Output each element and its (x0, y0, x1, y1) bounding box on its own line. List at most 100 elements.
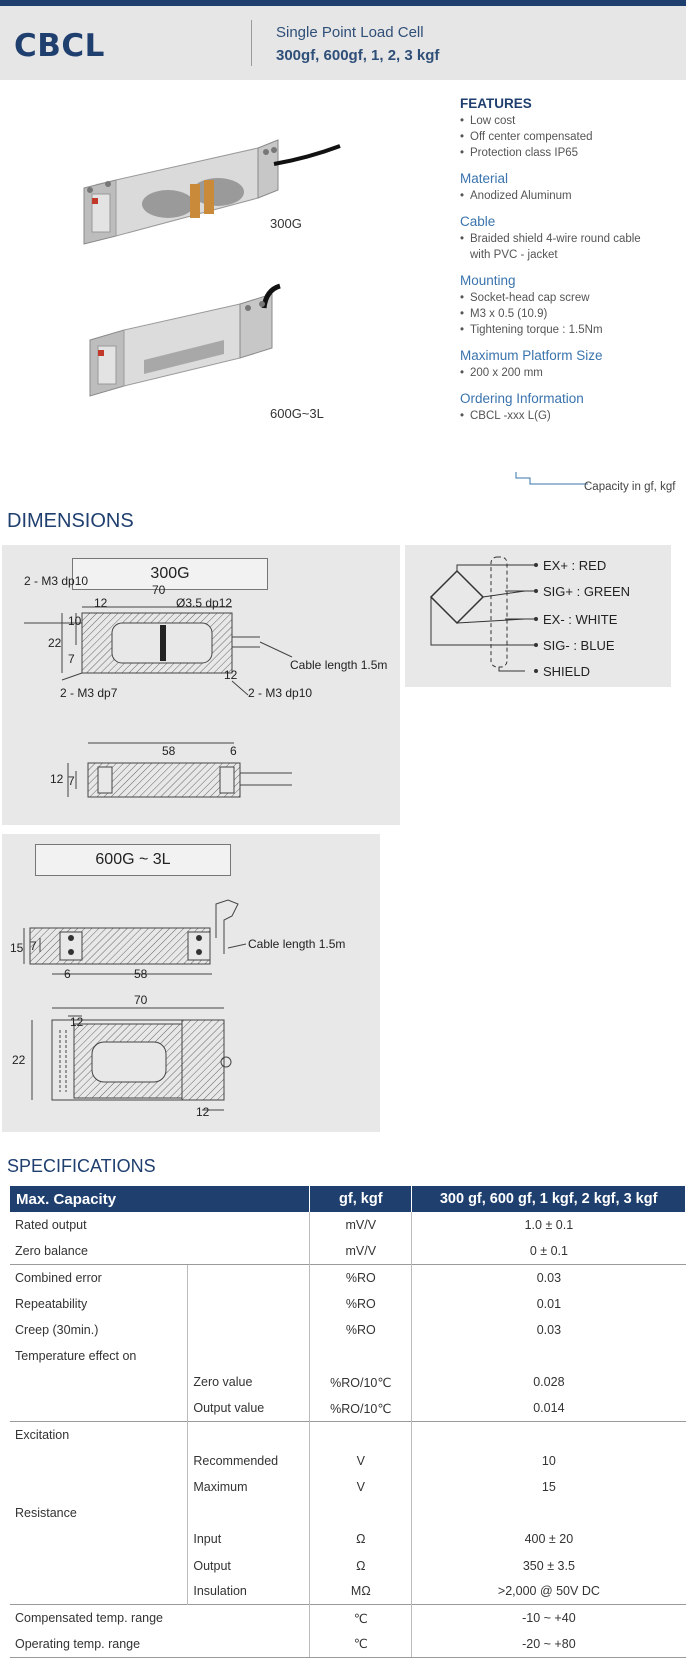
photo-label-300g: 300G (270, 216, 302, 231)
dim-label: 10 (68, 614, 82, 628)
dim-label: 6 (64, 967, 71, 981)
spec-sub: Input (187, 1526, 310, 1553)
spec-label (10, 1552, 188, 1578)
spec-label (10, 1448, 188, 1474)
dim-label: 7 (68, 652, 75, 666)
top-accent-bar (0, 0, 686, 6)
spec-label: Excitation (10, 1420, 188, 1448)
spec-label: Resistance (15, 1506, 77, 1521)
dimension-name-600g: 600G ~ 3L (35, 844, 231, 876)
spec-sub: Insulation (187, 1578, 310, 1605)
spec-value: -10 ~ +40 (411, 1604, 686, 1631)
table-row: Temperature effect on (10, 1342, 686, 1370)
feature-item: with PVC - jacket (470, 249, 558, 261)
mounting-heading: Mounting (460, 273, 516, 288)
material-group: Material Anodized Aluminum (460, 171, 686, 204)
spec-label: Temperature effect on (15, 1349, 137, 1364)
feature-item: CBCL -xxx L(G) (460, 408, 686, 424)
spec-sub (187, 1500, 310, 1527)
spec-value (411, 1500, 686, 1527)
spec-unit: Ω (309, 1526, 412, 1553)
feature-item: Anodized Aluminum (460, 188, 686, 204)
spec-unit (309, 1342, 412, 1370)
dimension-box-600g: 600G ~ 3L 15 7 Cable length (2, 834, 380, 1132)
spec-unit: ℃ (309, 1631, 412, 1658)
dim-label: 2 - M3 dp10 (248, 686, 312, 700)
spec-unit: V (309, 1447, 412, 1474)
spec-value: 0.028 (411, 1369, 686, 1396)
spec-label: Operating temp. range (10, 1631, 310, 1658)
dim-label: Cable length 1.5m (248, 937, 345, 951)
spec-header-row: Max. Capacity gf, kgf 300 gf, 600 gf, 1 … (10, 1186, 686, 1212)
spec-value: -20 ~ +80 (411, 1631, 686, 1658)
specifications-table: Max. Capacity gf, kgf 300 gf, 600 gf, 1 … (10, 1186, 686, 1658)
dim-label: 12 (196, 1105, 210, 1119)
cable-heading: Cable (460, 214, 496, 229)
spec-sub (188, 1238, 310, 1264)
platform-group: Maximum Platform Size 200 x 200 mm (460, 348, 686, 381)
wire-label: EX+ : RED (543, 558, 606, 573)
spec-value: 0.03 (411, 1316, 686, 1343)
spec-label: Zero balance (15, 1244, 88, 1259)
dim-label: 6 (230, 744, 237, 758)
dim-label: 70 (134, 993, 148, 1007)
features-panel: FEATURES Low cost Off center compensated… (460, 96, 686, 424)
spec-label (10, 1474, 188, 1500)
dim-label: 15 (10, 941, 24, 955)
spec-value: 1.0 ± 0.1 (411, 1212, 686, 1239)
features-heading: FEATURES (460, 96, 532, 111)
spec-sub: Output (187, 1552, 310, 1579)
dim-label: 2 - M3 dp7 (60, 686, 118, 700)
specifications-title: SPECIFICATIONS (7, 1156, 156, 1176)
dim-label: 12 (70, 1015, 84, 1029)
spec-sub (187, 1316, 310, 1343)
cable-group: Cable Braided shield 4-wire round cable … (460, 214, 686, 263)
table-row: Compensated temp. range℃-10 ~ +40 (10, 1604, 686, 1631)
wire-label: SHIELD (543, 664, 590, 679)
spec-unit (309, 1420, 412, 1448)
spec-sub: Recommended (187, 1447, 310, 1474)
page-header: CBCL Single Point Load Cell 300gf, 600gf… (0, 6, 686, 80)
spec-unit: mV/V (309, 1212, 412, 1239)
feature-item: Off center compensated (460, 129, 686, 145)
dim-label: 7 (30, 939, 37, 953)
spec-sub (187, 1342, 310, 1370)
spec-label: Combined error (10, 1263, 188, 1291)
spec-value: 10 (411, 1447, 686, 1474)
table-row: Excitation (10, 1420, 686, 1448)
dim-label: Ø3.5 dp12 (176, 596, 232, 610)
spec-label (10, 1579, 188, 1605)
spec-label (10, 1395, 188, 1421)
spec-unit (309, 1500, 412, 1527)
spec-value: 15 (411, 1473, 686, 1501)
spec-label: Creep (30min.) (15, 1322, 99, 1337)
load-cell-600g-photo (89, 283, 281, 397)
spec-unit: %RO/10℃ (309, 1369, 412, 1396)
spec-sub (187, 1263, 310, 1291)
drawing-600g: 15 7 Cable length 1.5m 6 58 70 12 22 12 (10, 899, 345, 1119)
spec-unit: ℃ (309, 1604, 412, 1631)
spec-value: 0.03 (411, 1263, 686, 1291)
platform-heading: Maximum Platform Size (460, 348, 603, 363)
dim-label: 22 (12, 1053, 26, 1067)
spec-unit: %RO (309, 1263, 412, 1291)
dim-label: 7 (68, 774, 75, 788)
feature-item: Braided shield 4-wire round cable (460, 231, 686, 247)
ordering-note: Capacity in gf, kgf (584, 481, 676, 493)
material-heading: Material (460, 171, 509, 186)
dim-label: 12 (94, 596, 108, 610)
mounting-group: Mounting Socket-head cap screw M3 x 0.5 … (460, 273, 686, 338)
spec-unit: %RO (309, 1316, 412, 1343)
spec-sub (187, 1290, 310, 1317)
feature-item: Low cost (460, 113, 686, 129)
feature-item: 200 x 200 mm (460, 365, 686, 381)
feature-item: Protection class IP65 (460, 145, 686, 161)
